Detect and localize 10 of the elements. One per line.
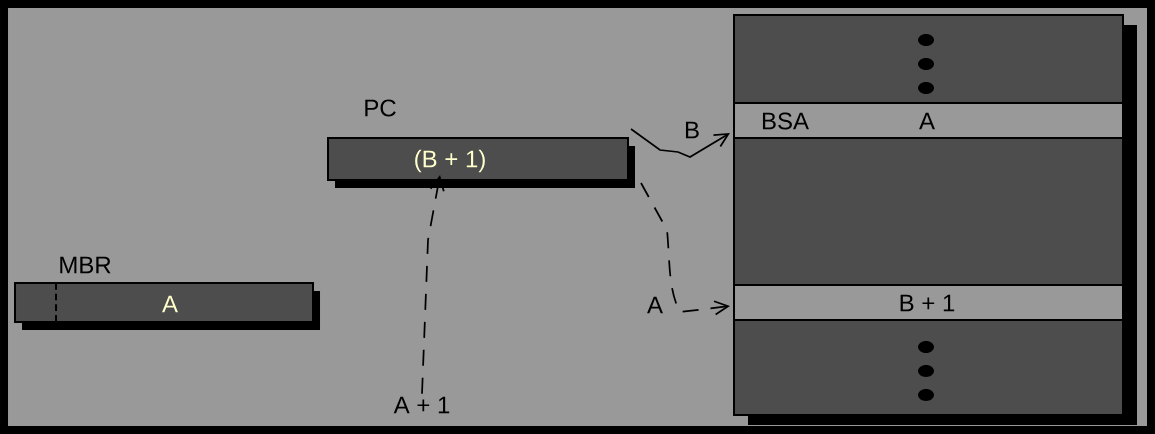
register-label: MBR xyxy=(60,256,111,274)
arrow xyxy=(640,182,730,316)
memory-row: BSA A xyxy=(733,102,1124,139)
register-label: PC xyxy=(365,99,396,117)
register-box: A xyxy=(14,282,320,330)
memory-row: B + 1 xyxy=(733,284,1124,321)
arrow xyxy=(630,128,730,158)
arrow xyxy=(421,175,445,395)
address-label: A + 1 xyxy=(393,396,450,414)
register-box: (B + 1) xyxy=(327,137,635,188)
